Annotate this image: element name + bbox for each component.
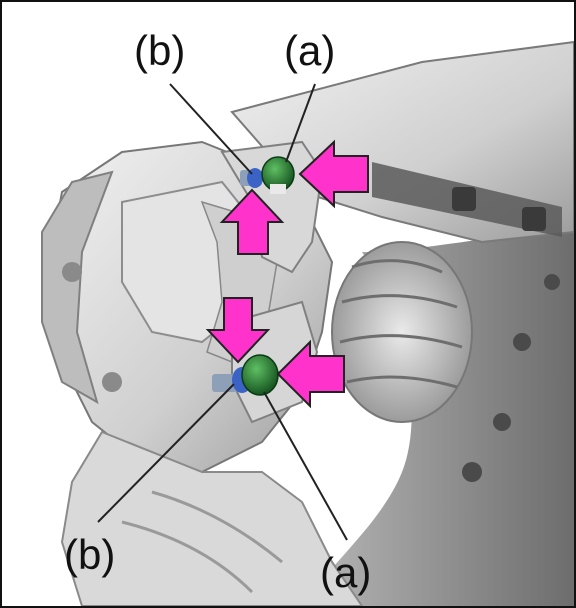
label-a-bottom: (a) xyxy=(320,549,372,596)
brake-rotor xyxy=(302,232,574,606)
label-b-bottom: (b) xyxy=(64,531,116,578)
label-b-top: (b) xyxy=(134,27,186,74)
label-a-top: (a) xyxy=(284,27,336,74)
leader-lines xyxy=(97,83,348,541)
magenta-push-arrow-icon xyxy=(205,139,369,409)
lower-bolt-icon xyxy=(212,354,279,396)
upper-bolt-icon xyxy=(240,156,295,194)
cv-boot xyxy=(331,241,473,423)
dust-shield xyxy=(60,430,364,606)
